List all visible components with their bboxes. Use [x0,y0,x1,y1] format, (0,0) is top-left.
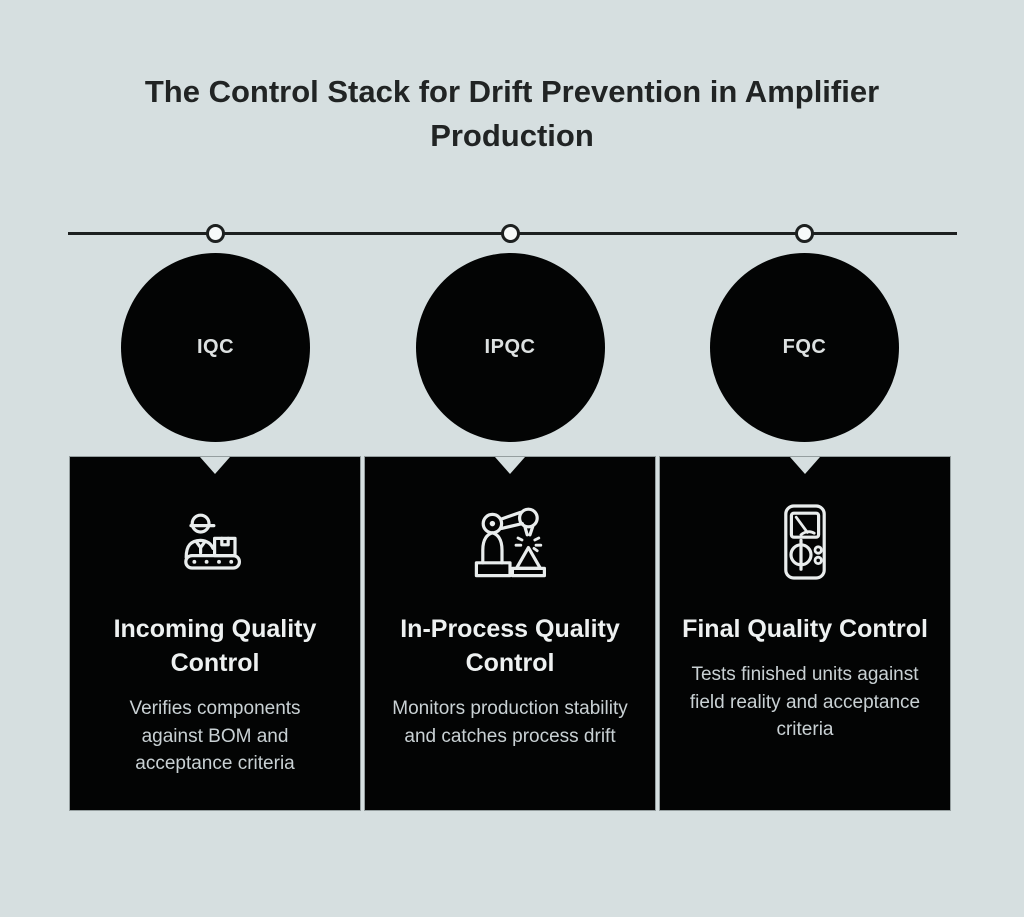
stage-card-incoming-quality-control: Incoming Quality Control Verifies compon… [70,457,360,810]
card-title: Final Quality Control [682,615,928,643]
robot-arm-icon [474,507,546,578]
card-title: Incoming Quality Control [113,615,317,677]
card-description: Monitors production stability and catche… [392,698,628,747]
card-notch [200,457,230,474]
stage-card-in-process-quality-control: In-Process Quality Control Monitors prod… [365,457,655,810]
multimeter-icon [784,504,826,580]
card-description: Tests finished units against field reali… [689,664,921,740]
stage-cards-row: Incoming Quality Control Verifies compon… [70,457,950,810]
stage-card-final-quality-control: Final Quality Control Tests finished uni… [660,457,950,810]
worker-conveyor-icon [184,513,241,570]
page-title: The Control Stack for Drift Prevention i… [144,74,880,153]
card-notch [495,457,525,474]
timeline-marker-icon [795,223,814,243]
card-notch [790,457,820,474]
stage-circle-fqc: FQC [710,252,899,442]
timeline-marker-icon [206,223,225,243]
stage-abbr-label: FQC [782,335,827,358]
stage-circle-ipqc: IPQC [415,252,605,442]
stage-abbr-label: IPQC [484,335,536,358]
timeline-marker-icon [500,223,520,243]
stage-circle-iqc: IQC [121,252,310,442]
card-title: In-Process Quality Control [400,615,620,677]
card-description: Verifies components against BOM and acce… [129,698,301,774]
stage-abbr-label: IQC [196,335,235,358]
